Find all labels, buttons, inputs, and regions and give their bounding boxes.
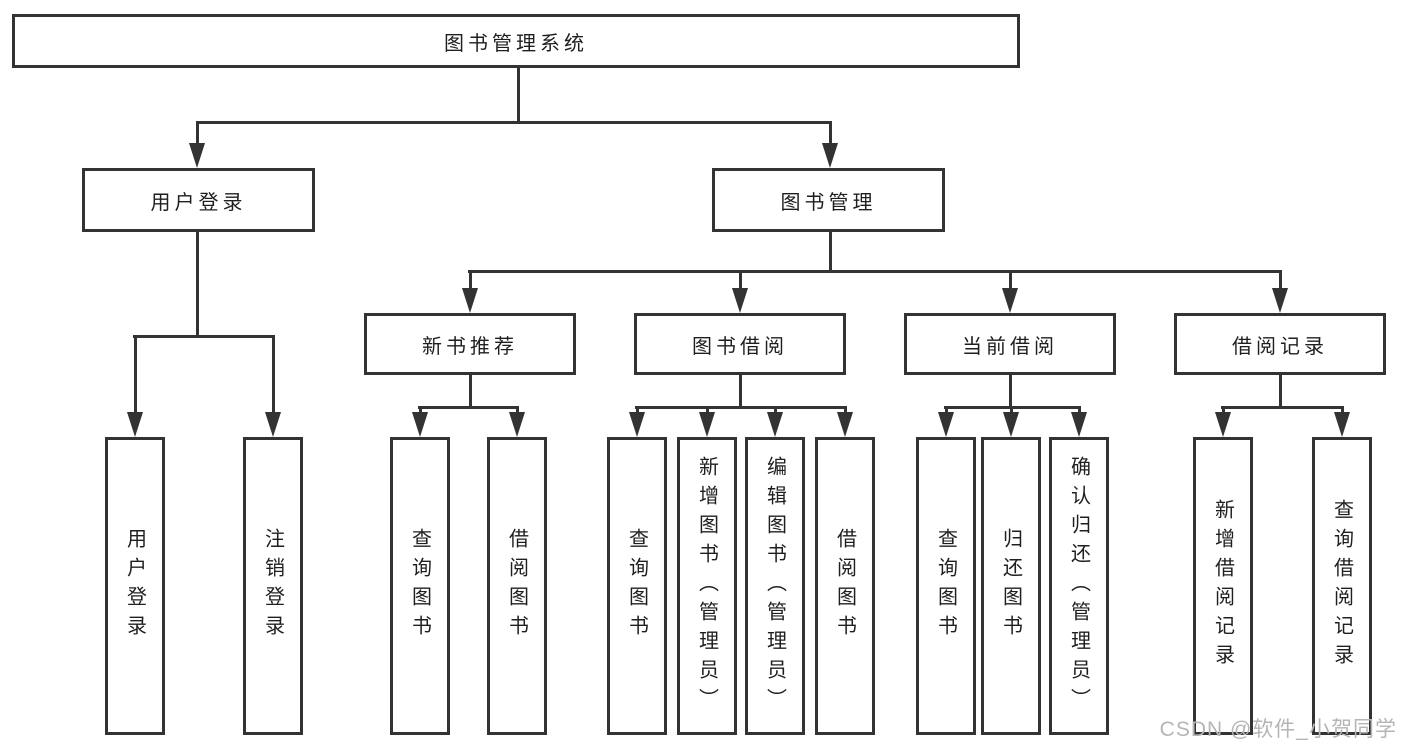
connector-current-trunk [1009, 372, 1012, 408]
connector-newbook-drop-1 [419, 406, 422, 416]
connector-user-leaf1-drop [134, 335, 137, 415]
connector-current-drop-1 [945, 406, 948, 416]
connector-mgmt-trunk [829, 229, 832, 272]
leaf-records-add-record: 新增借阅记录 [1193, 437, 1253, 735]
arrowhead-l3-3 [1002, 288, 1018, 313]
connector-l3-drop-2 [739, 270, 742, 292]
connector-borrow-split [635, 406, 847, 409]
node-root: 图书管理系统 [12, 14, 1020, 68]
arrowhead-l3-1 [462, 288, 478, 313]
connector-records-trunk [1279, 372, 1282, 408]
node-current-borrowing: 当前借阅 [904, 313, 1116, 375]
arrowhead-user-leaf1 [127, 412, 143, 437]
connector-newbook-trunk [469, 372, 472, 408]
leaf-current-return-books: 归还图书 [981, 437, 1041, 735]
connector-records-drop-1 [1222, 406, 1225, 416]
connector-l3-drop-4 [1279, 270, 1282, 292]
arrowhead-current-2 [1003, 412, 1019, 437]
node-book-management: 图书管理 [712, 168, 945, 232]
arrowhead-records-1 [1215, 412, 1231, 437]
node-new-book-recommend: 新书推荐 [364, 313, 576, 375]
node-user-login: 用户登录 [82, 168, 315, 232]
arrowhead-newbook-2 [509, 412, 525, 437]
leaf-records-query-record: 查询借阅记录 [1312, 437, 1372, 735]
connector-root-trunk [517, 65, 520, 121]
arrowhead-borrow-1 [629, 412, 645, 437]
connector-current-drop-3 [1078, 406, 1081, 416]
connector-mgmt-split [468, 270, 1281, 273]
connector-mgmt-drop [829, 121, 832, 147]
connector-newbook-drop-2 [516, 406, 519, 416]
arrowhead-borrow-3 [767, 412, 783, 437]
connector-user-split [133, 335, 275, 338]
csdn-watermark: CSDN @软件_小贺同学 [1159, 718, 1397, 741]
arrowhead-mgmt [822, 143, 838, 168]
leaf-logout: 注销登录 [243, 437, 303, 735]
arrowhead-l3-2 [732, 288, 748, 313]
leaf-borrow-edit-books-admin: 编辑图书（管理员） [745, 437, 805, 735]
connector-l3-drop-1 [469, 270, 472, 292]
arrowhead-newbook-1 [412, 412, 428, 437]
leaf-newbook-query-books: 查询图书 [390, 437, 450, 735]
arrowhead-current-3 [1071, 412, 1087, 437]
arrowhead-records-2 [1334, 412, 1350, 437]
arrowhead-l3-4 [1272, 288, 1288, 313]
connector-borrow-trunk [739, 372, 742, 408]
connector-borrow-drop-2 [706, 406, 709, 416]
connector-records-split [1221, 406, 1344, 409]
node-book-borrowing: 图书借阅 [634, 313, 846, 375]
leaf-current-query-books: 查询图书 [916, 437, 976, 735]
arrowhead-borrow-2 [699, 412, 715, 437]
connector-root-split [196, 121, 832, 124]
leaf-current-confirm-return-admin: 确认归还（管理员） [1049, 437, 1109, 735]
leaf-borrow-borrow-books: 借阅图书 [815, 437, 875, 735]
connector-user-leaf2-drop [272, 335, 275, 415]
connector-user-trunk [196, 229, 199, 337]
arrowhead-borrow-4 [837, 412, 853, 437]
arrowhead-current-1 [938, 412, 954, 437]
leaf-newbook-borrow-books: 借阅图书 [487, 437, 547, 735]
leaf-borrow-add-books-admin: 新增图书（管理员） [677, 437, 737, 735]
node-borrowing-records: 借阅记录 [1174, 313, 1386, 375]
connector-l3-drop-3 [1009, 270, 1012, 292]
connector-user-drop [196, 121, 199, 147]
arrowhead-user [189, 143, 205, 168]
leaf-borrow-query-books: 查询图书 [607, 437, 667, 735]
connector-newbook-split [418, 406, 519, 409]
leaf-user-login: 用户登录 [105, 437, 165, 735]
connector-borrow-drop-3 [774, 406, 777, 416]
arrowhead-user-leaf2 [265, 412, 281, 437]
connector-borrow-drop-1 [636, 406, 639, 416]
connector-records-drop-2 [1341, 406, 1344, 416]
connector-current-drop-2 [1010, 406, 1013, 416]
connector-borrow-drop-4 [844, 406, 847, 416]
